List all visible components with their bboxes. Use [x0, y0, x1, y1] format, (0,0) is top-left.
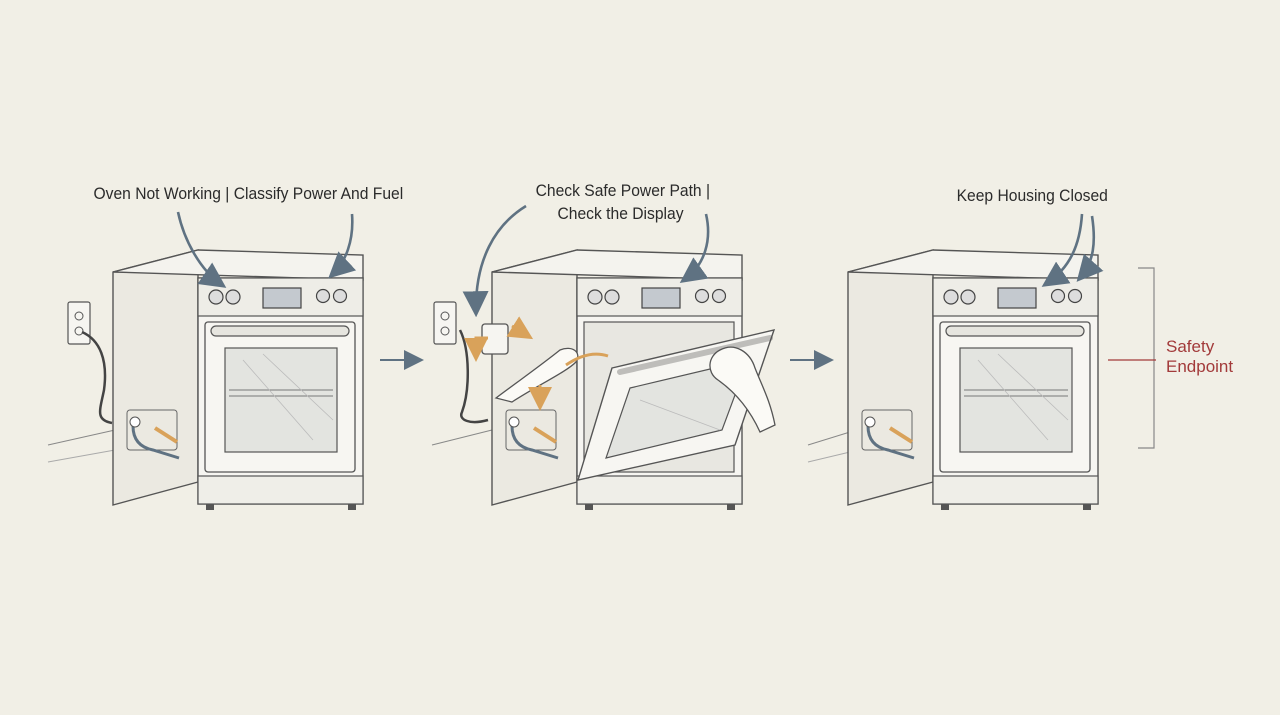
floor-line	[807, 451, 851, 463]
oven-icon	[847, 249, 1099, 511]
safety-bracket	[1108, 267, 1156, 449]
callout-arrow	[462, 204, 527, 318]
oven-icon	[112, 249, 364, 511]
step-1-illustration	[47, 249, 364, 511]
step-3-caption: Keep Housing Closed	[956, 186, 1108, 205]
step-2-caption-line-1: Check Safe Power Path |	[535, 181, 711, 200]
step-2-caption-line-2: Check the Display	[557, 204, 684, 223]
orange-arrow	[506, 316, 534, 340]
callout-arrow	[1076, 215, 1104, 282]
callout-arrow	[679, 213, 710, 284]
safety-endpoint-line-1: Safety	[1166, 337, 1215, 356]
hand-icon	[709, 346, 776, 433]
wall-outlet-icon	[67, 301, 91, 345]
safety-endpoint-line-2: Endpoint	[1166, 357, 1234, 376]
callout-arrow	[1041, 213, 1084, 287]
safety-endpoint-label: Safety Endpoint	[1166, 337, 1233, 377]
orange-arrow	[464, 336, 488, 362]
floor-line	[47, 429, 116, 446]
floor-line	[807, 431, 851, 446]
callout-arrow	[176, 211, 227, 288]
callout-arrow	[328, 213, 357, 279]
step-3-illustration	[807, 249, 1099, 511]
floor-line	[431, 429, 493, 446]
step-1-caption: Oven Not Working | Classify Power And Fu…	[93, 184, 404, 203]
power-cord	[81, 330, 113, 425]
floor-line	[47, 449, 116, 463]
orange-arrow	[565, 352, 609, 367]
hand-icon	[494, 347, 579, 403]
wall-outlet-icon	[433, 301, 457, 345]
step-2-illustration	[431, 249, 776, 511]
